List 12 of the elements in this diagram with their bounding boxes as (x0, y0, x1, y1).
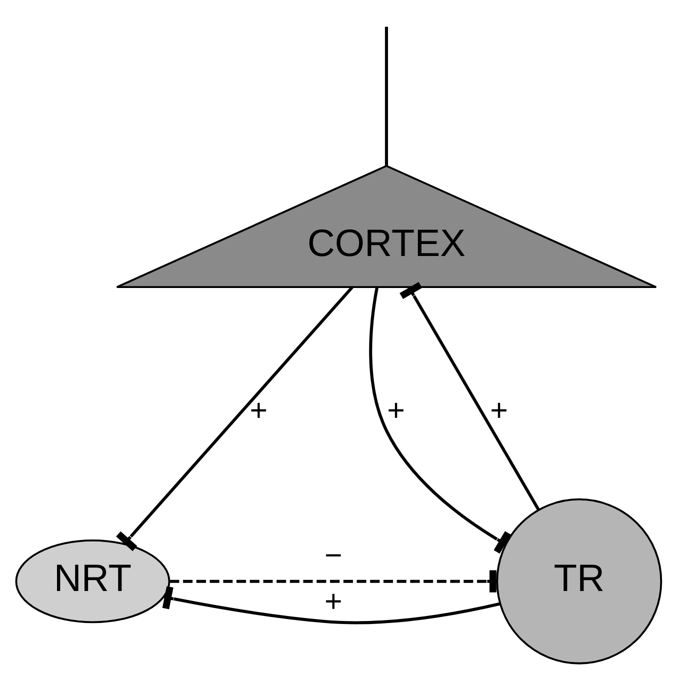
connector (170, 570, 497, 592)
edge-label: + (387, 393, 405, 428)
node-ellipse: NRT (15, 539, 170, 623)
edge-label: + (324, 584, 342, 618)
edge-label: − (324, 538, 342, 572)
connector (369, 287, 511, 554)
edge-label: + (250, 393, 268, 428)
connector (400, 282, 540, 510)
edge-label: + (490, 393, 508, 428)
connector (384, 26, 388, 166)
connector (162, 586, 500, 624)
connector (116, 286, 354, 551)
